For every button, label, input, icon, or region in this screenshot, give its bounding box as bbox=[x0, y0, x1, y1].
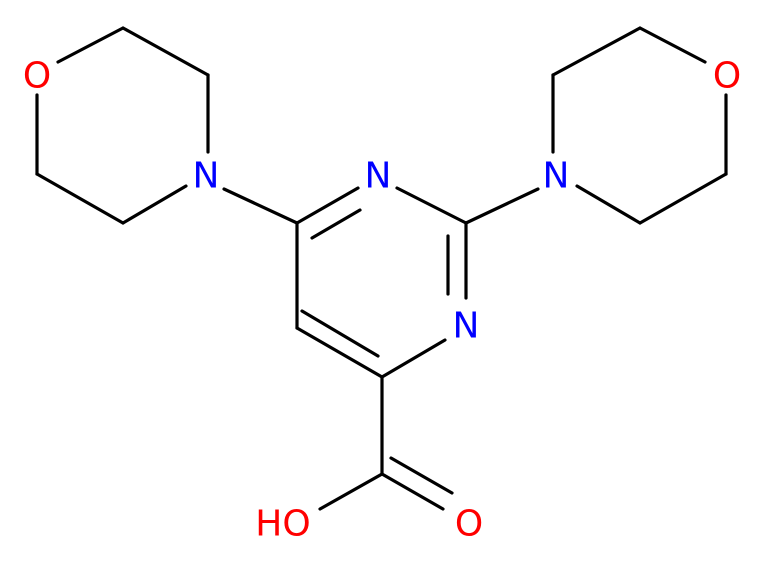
bond-morph-left-top-o bbox=[56, 26, 125, 64]
bond-morph-right-bottom bbox=[638, 172, 728, 225]
bond-n3-c2 bbox=[395, 186, 468, 225]
atom-o-morpholine-right: O bbox=[713, 56, 741, 97]
bond-c4-n-morph-left bbox=[222, 187, 299, 225]
bond-c4-n3-inner bbox=[310, 208, 362, 240]
atom-o-carbonyl: O bbox=[455, 504, 483, 545]
bond-morph-right-top bbox=[551, 26, 642, 77]
bond-morph-left-bottom-n bbox=[121, 184, 188, 225]
bond-morph-left-top bbox=[121, 26, 210, 77]
atom-hydroxyl: HO bbox=[255, 504, 310, 545]
bond-c6-c5-inner bbox=[300, 309, 380, 358]
bond-carboxyl-oh bbox=[318, 472, 384, 511]
atom-n-ring-top: N bbox=[365, 156, 392, 197]
atom-n-ring-right: N bbox=[453, 306, 480, 347]
atom-o-morpholine-left: O bbox=[23, 56, 51, 97]
atom-n-morpholine-right: N bbox=[543, 156, 570, 197]
bond-n1-c6 bbox=[380, 338, 447, 379]
bond-carboxyl-o-double bbox=[389, 456, 454, 495]
bond-morph-left-bottom bbox=[35, 172, 125, 225]
bond-c4-n3 bbox=[295, 186, 360, 225]
bond-c2-n-morph-right bbox=[464, 187, 540, 225]
bond-c6-c5 bbox=[295, 326, 384, 379]
bond-morph-right-bottom-n bbox=[575, 184, 642, 225]
bond-morph-right-top-o bbox=[638, 26, 707, 64]
bond-carboxyl-o bbox=[380, 472, 445, 511]
atom-n-morpholine-left: N bbox=[193, 156, 220, 197]
